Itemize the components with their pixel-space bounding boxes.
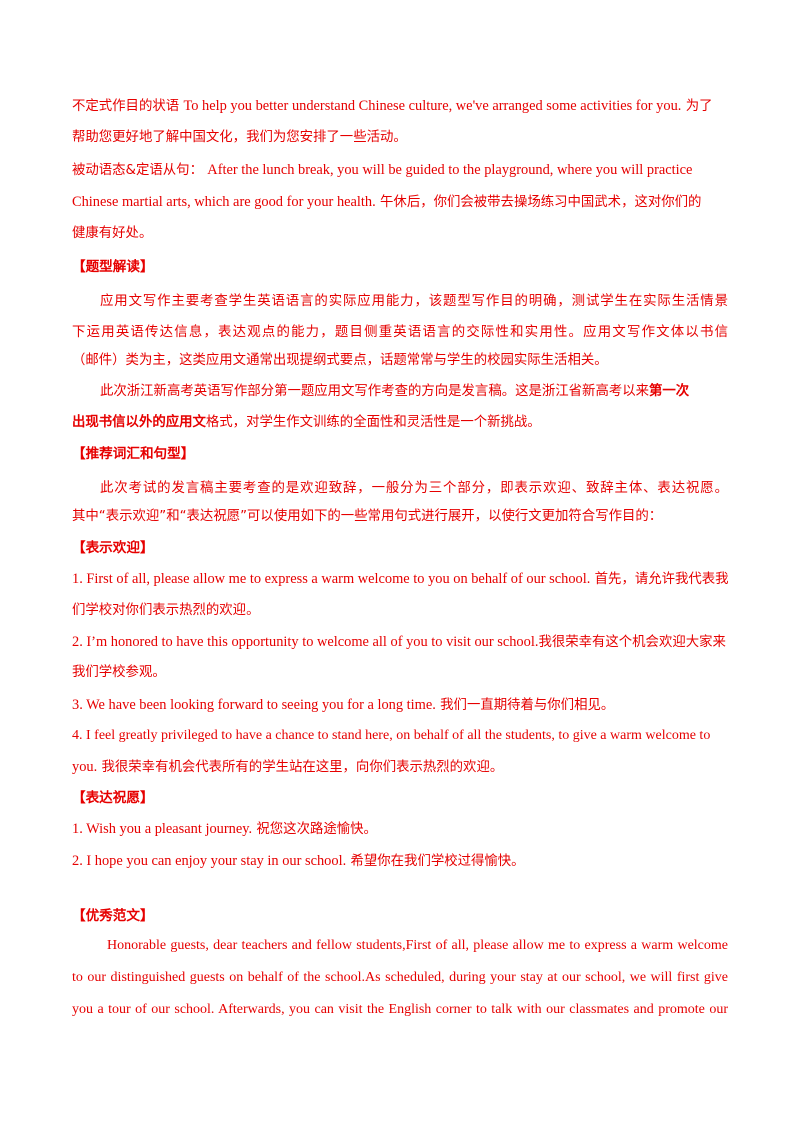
analysis-para1-line3: （邮件）类为主，这类应用文通常出现提纲式要点，话题常常与学生的校园实际生活相关。 [72, 353, 608, 368]
wish-item-2: 2. I hope you can enjoy your stay in our… [72, 853, 525, 869]
section-heading-vocabulary: 【推荐词汇和句型】 [72, 446, 195, 462]
essay-line-1: Honorable guests, dear teachers and fell… [107, 938, 728, 953]
analysis-para2-line1: 此次浙江新高考英语写作部分第一题应用文写作考查的方向是发言稿。这是浙江省新高考以… [100, 384, 690, 399]
welcome-item-4-line1: 4. I feel greatly privileged to have a c… [72, 728, 711, 743]
example-infinitive-line-1: 不定式作目的状语 To help you better understand C… [72, 96, 712, 117]
english-sentence: To help you better understand Chinese cu… [183, 98, 682, 114]
welcome-item-1-line1: 1. First of all, please allow me to expr… [72, 571, 729, 587]
example-passive-line-1: 被动语态&定语从句： After the lunch break, you wi… [72, 160, 692, 181]
analysis-para1-line1: 应用文写作主要考查学生英语语言的实际应用能力，该题型写作目的明确，测试学生在实际… [100, 294, 728, 309]
bold-highlight: 出现书信以外的应用文 [72, 415, 206, 430]
example-passive-line-3: 健康有好处。 [72, 226, 153, 241]
example-infinitive-line-2: 帮助您更好地了解中国文化，我们为您安排了一些活动。 [72, 130, 407, 145]
english-sentence: After the lunch break, you will be guide… [207, 162, 693, 178]
welcome-item-3: 3. We have been looking forward to seein… [72, 697, 615, 713]
section-heading-welcome: 【表示欢迎】 [72, 540, 154, 556]
vocabulary-para-line1: 此次考试的发言稿主要考查的是欢迎致辞，一般分为三个部分，即表示欢迎、致辞主体、表… [100, 481, 728, 496]
essay-line-3: you a tour of our school. Afterwards, yo… [72, 1002, 728, 1017]
section-heading-sample-essay: 【优秀范文】 [72, 908, 154, 924]
welcome-item-2-line2: 我们学校参观。 [72, 665, 166, 680]
essay-line-2: to our distinguished guests on behalf of… [72, 970, 728, 985]
welcome-item-4-line2: you. 我很荣幸有机会代表所有的学生站在这里，向你们表示热烈的欢迎。 [72, 759, 504, 775]
section-heading-analysis: 【题型解读】 [72, 259, 154, 275]
grammar-label: 被动语态&定语从句： [72, 163, 203, 178]
welcome-item-2-line1: 2. I’m honored to have this opportunity … [72, 634, 726, 650]
analysis-para2-line2: 出现书信以外的应用文格式，对学生作文训练的全面性和灵活性是一个新挑战。 [72, 415, 541, 430]
example-passive-line-2: Chinese martial arts, which are good for… [72, 192, 701, 213]
chinese-translation: 为了 [685, 99, 713, 114]
wish-item-1: 1. Wish you a pleasant journey. 祝您这次路途愉快… [72, 821, 377, 837]
chinese-translation: 午休后，你们会被带去操场练习中国武术，这对你们的 [380, 195, 702, 210]
english-sentence: Chinese martial arts, which are good for… [72, 194, 376, 210]
analysis-para1-line2: 下运用英语传达信息，表达观点的能力，题目侧重英语语言的交际性和实用性。应用文写作… [72, 325, 728, 340]
bold-highlight: 第一次 [649, 384, 690, 399]
section-heading-wishes: 【表达祝愿】 [72, 790, 154, 806]
welcome-item-1-line2: 们学校对你们表示热烈的欢迎。 [72, 603, 260, 618]
grammar-label: 不定式作目的状语 [72, 99, 180, 114]
vocabulary-para-line2: 其中“表示欢迎”和“表达祝愿”可以使用如下的一些常用句式进行展开，以使行文更加符… [72, 509, 663, 524]
